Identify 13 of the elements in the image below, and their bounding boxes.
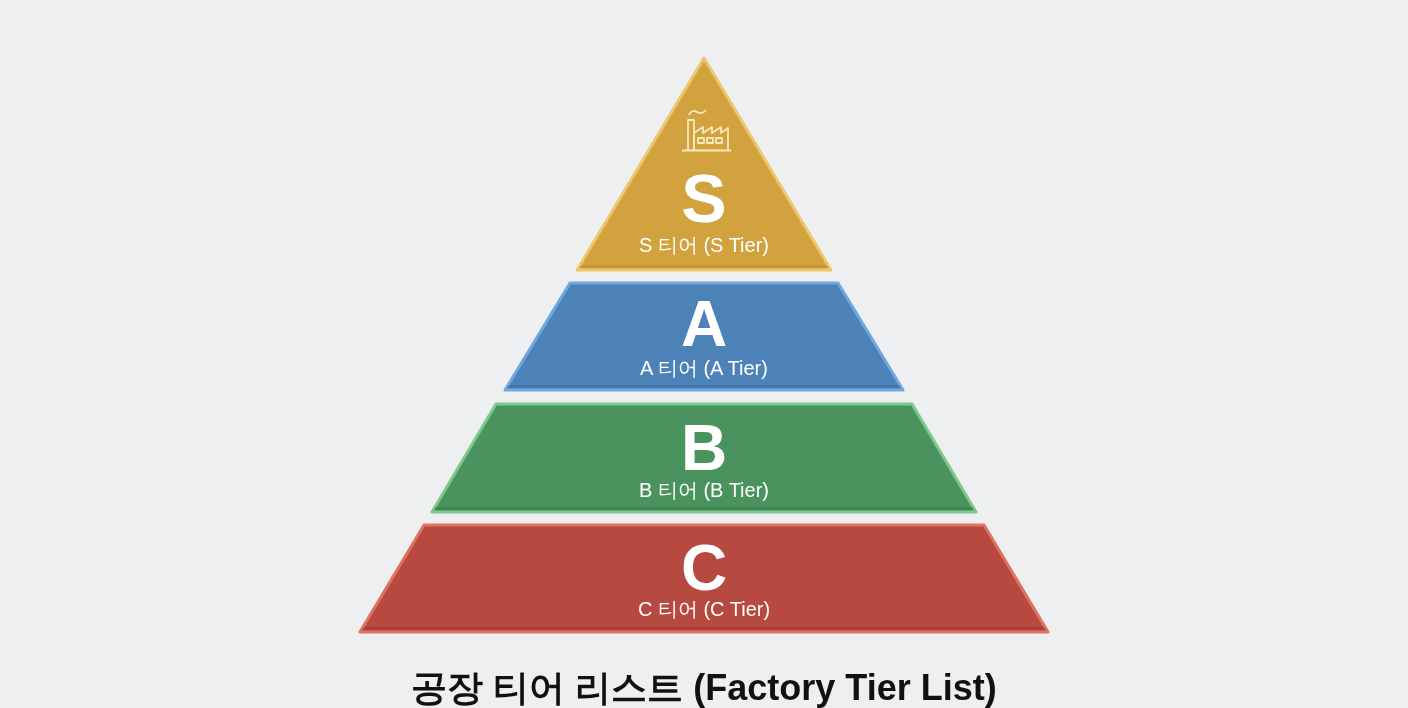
- tier-letter: A: [680, 291, 728, 356]
- tier-label: A 티어 (A Tier): [640, 358, 768, 379]
- triangle-tier: [574, 55, 834, 273]
- tier-label: C 티어 (C Tier): [637, 599, 771, 620]
- trapezoid-tier: [429, 401, 979, 515]
- tier-label: S 티어 (S Tier): [639, 235, 769, 256]
- trapezoid-tier: [502, 280, 906, 393]
- caption: 공장 티어 리스트 (Factory Tier List): [411, 670, 997, 706]
- tier-letter: C: [680, 535, 728, 600]
- tier-label: B 티어 (B Tier): [639, 480, 769, 501]
- tier-letter: S: [681, 163, 727, 232]
- trapezoid-tier: [357, 522, 1051, 635]
- tier-letter: B: [680, 415, 728, 480]
